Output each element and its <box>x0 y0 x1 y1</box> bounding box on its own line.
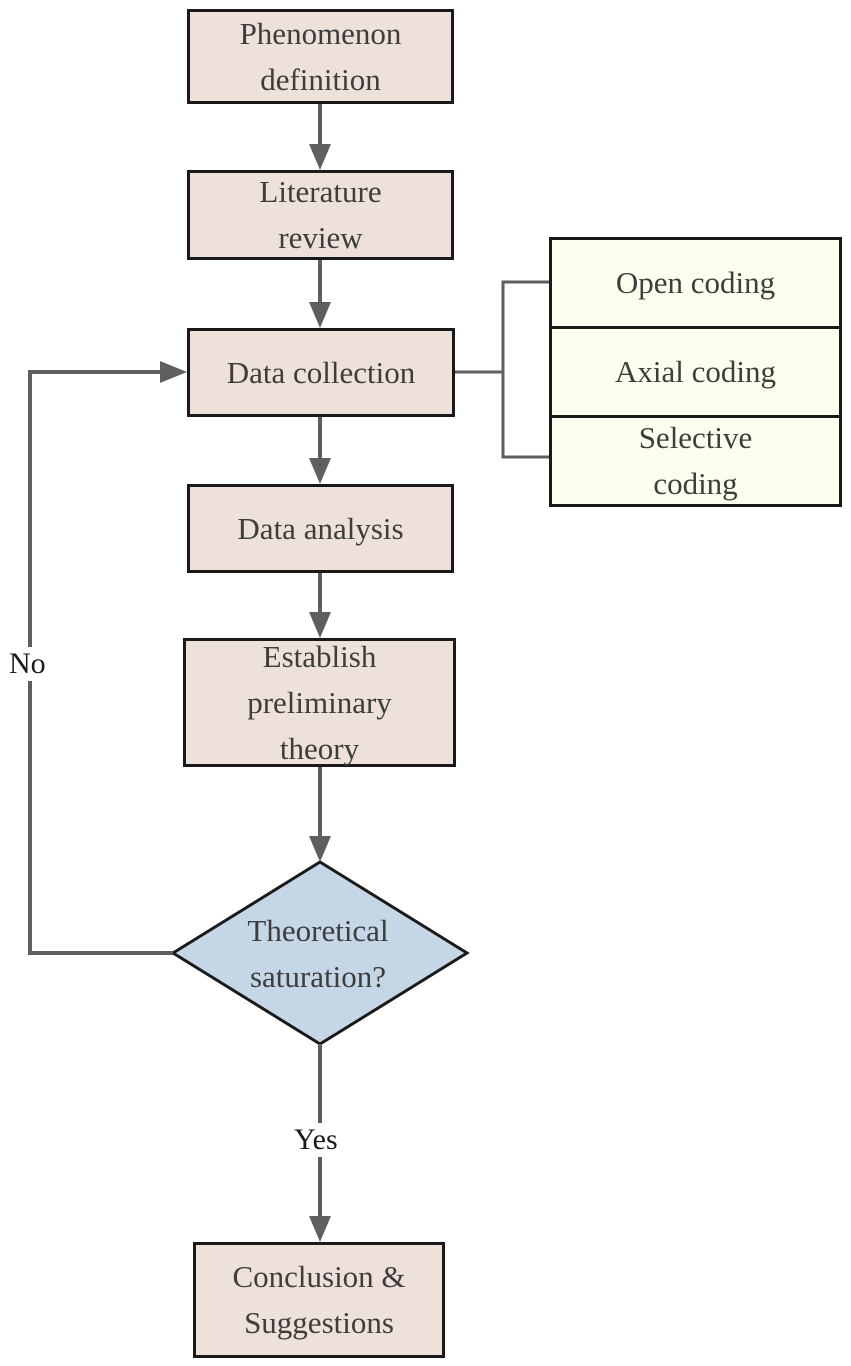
arrowhead-decision-to-conclusion <box>309 1216 331 1242</box>
step-conclusion-suggestions-label: Conclusion & Suggestions <box>232 1259 406 1340</box>
step-phenomenon-definition: Phenomenon definition <box>187 9 454 104</box>
step-data-analysis-label: Data analysis <box>237 510 404 546</box>
arrowhead-literature-to-collection <box>309 302 331 328</box>
step-data-analysis: Data analysis <box>187 484 454 573</box>
coding-open: Open coding <box>549 237 842 329</box>
loop-no-path <box>28 370 173 955</box>
arrowhead-preliminary-to-decision <box>309 836 331 862</box>
bracket <box>501 280 550 459</box>
coding-selective: Selective coding <box>549 415 842 507</box>
arrowhead-loop-no <box>160 361 187 383</box>
arrowhead-phenomenon-to-literature <box>309 144 331 170</box>
step-literature-review: Literature review <box>187 170 454 260</box>
decision-theoretical-saturation-label: Theoretical saturation? <box>247 913 389 994</box>
step-data-collection-label: Data collection <box>226 354 416 390</box>
edge-label-yes: Yes <box>292 1123 340 1157</box>
step-phenomenon-definition-label: Phenomenon definition <box>239 15 402 97</box>
coding-axial: Axial coding <box>549 326 842 418</box>
coding-axial-label: Axial coding <box>615 354 776 389</box>
step-establish-preliminary-theory: Establish preliminary theory <box>183 638 456 767</box>
edge-label-no: No <box>7 647 48 681</box>
arrowhead-analysis-to-preliminary <box>309 612 331 638</box>
arrowhead-collection-to-analysis <box>309 458 331 484</box>
coding-selective-label: Selective coding <box>638 420 753 501</box>
step-literature-review-label: Literature review <box>259 174 382 255</box>
step-data-collection: Data collection <box>187 328 455 417</box>
step-conclusion-suggestions: Conclusion & Suggestions <box>193 1242 445 1358</box>
coding-open-label: Open coding <box>615 265 776 300</box>
step-establish-preliminary-theory-label: Establish preliminary theory <box>247 638 392 766</box>
